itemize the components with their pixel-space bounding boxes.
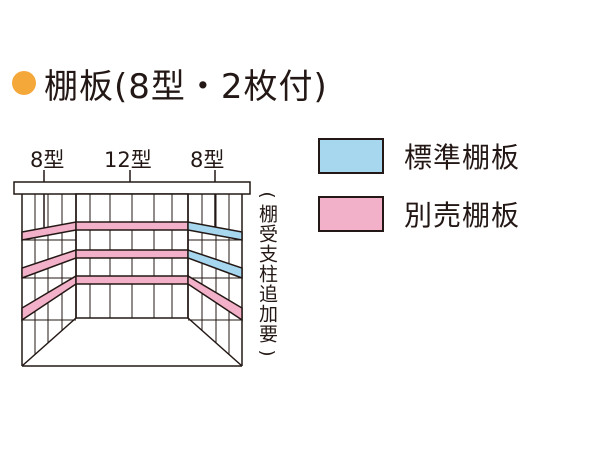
floor-left-edge bbox=[21, 317, 77, 367]
legend-label-optional: 別売棚板 bbox=[404, 199, 521, 232]
legend-swatch-standard bbox=[318, 138, 384, 174]
legend-swatch-optional bbox=[318, 196, 384, 232]
shelf-lower-right bbox=[187, 274, 243, 322]
width-label-right: 8型 bbox=[190, 148, 225, 172]
floor-right-edge bbox=[187, 317, 243, 367]
roof bbox=[13, 181, 251, 195]
legend-label-standard: 標準棚板 bbox=[404, 141, 521, 174]
shelf-middle-left bbox=[21, 248, 77, 280]
shelf-upper-left bbox=[21, 221, 77, 241]
shelf-lower-center bbox=[75, 275, 189, 285]
shelf-lower-left bbox=[21, 274, 77, 322]
page-title: 棚板(8型・2枚付) bbox=[12, 58, 328, 108]
shelf-middle-center bbox=[75, 249, 189, 259]
side-note-text: 棚受支柱追加要 bbox=[256, 204, 278, 344]
legend-item-optional: 別売棚板 bbox=[318, 194, 520, 234]
shelf-middle-right bbox=[187, 248, 243, 280]
paren-open: ( bbox=[257, 191, 278, 199]
legend-item-standard: 標準棚板 bbox=[318, 136, 520, 176]
orange-bullet-icon bbox=[12, 71, 36, 95]
shelf-upper-right bbox=[187, 221, 243, 241]
side-note: ( 棚受支柱追加要 ) bbox=[256, 186, 278, 366]
width-label-left: 8型 bbox=[30, 148, 65, 172]
shelf-upper-center bbox=[75, 221, 189, 231]
width-label-center: 12型 bbox=[104, 148, 152, 172]
title-text: 棚板(8型・2枚付) bbox=[44, 66, 328, 107]
paren-close: ) bbox=[257, 349, 278, 357]
